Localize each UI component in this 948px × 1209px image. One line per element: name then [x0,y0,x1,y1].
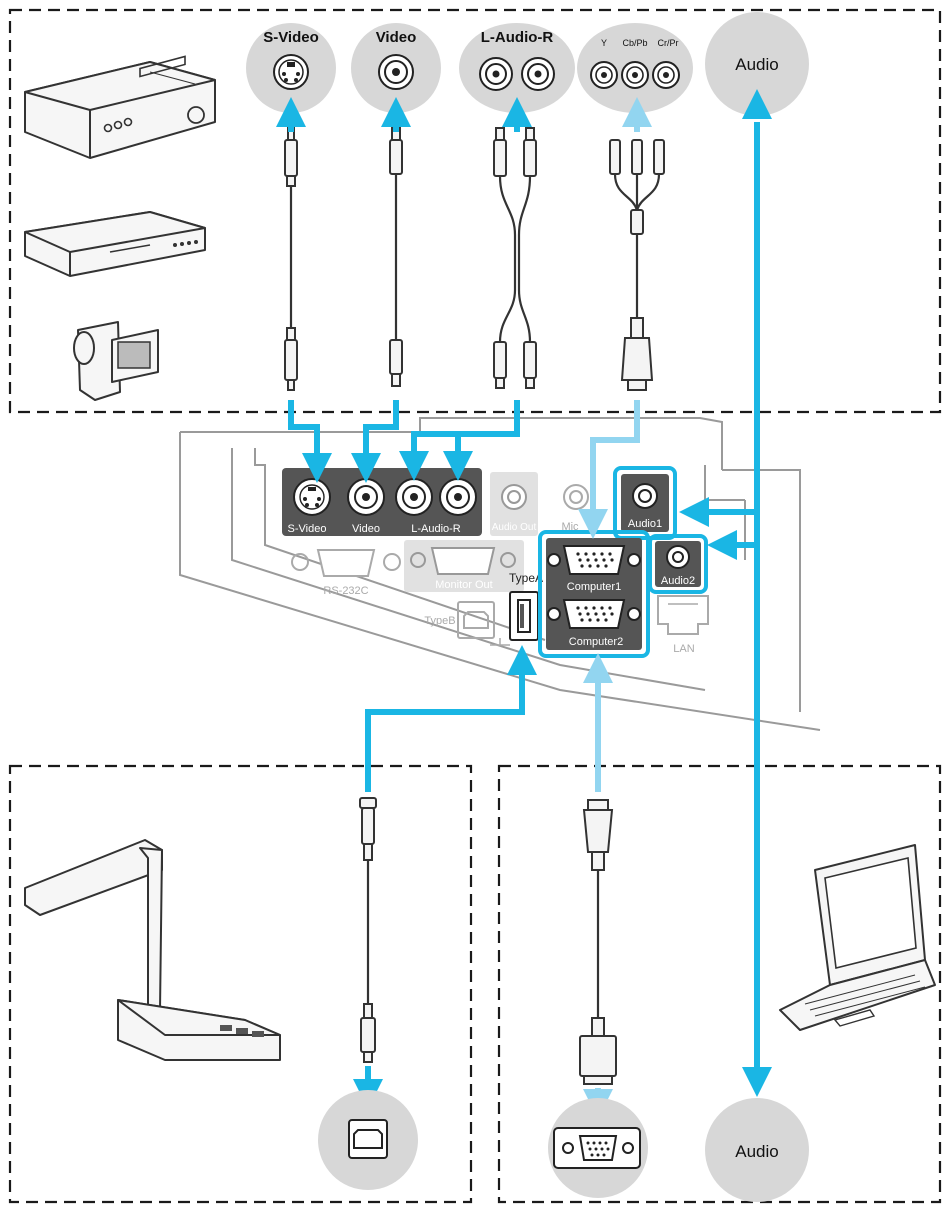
audio-lr-port: L-Audio-R [459,23,575,113]
audio-top-label: Audio [735,55,778,74]
type-b-port-icon [457,601,495,639]
type-a-port-icon [509,591,539,641]
cb-label: Cb/Pb [622,38,647,48]
rca-port-icon [590,61,680,89]
rs232c-label: RS-232C [323,585,368,597]
dvd-player-icon [24,211,206,277]
video-port: Video [351,23,441,113]
component-cable [609,139,665,391]
arrow-audio-top [679,89,772,800]
lan-label: LAN [673,643,694,655]
vga-cable [579,799,617,1085]
panel-audio-r-icon [439,478,477,516]
cr-label: Cr/Pr [658,38,679,48]
panel-audio-lr-label: L-Audio-R [411,523,461,535]
svideo-label: S-Video [263,29,319,46]
arrow-video [351,97,411,483]
rca-port-icon [378,54,414,90]
usb-b-port-icon [348,1119,388,1159]
computer2-label: Computer2 [569,636,623,648]
audio1-jack-icon [632,483,658,509]
usb-cable [359,797,377,1063]
type-a-label: TypeA [509,571,543,585]
computer2-port-icon [547,599,641,629]
audio2-label: Audio2 [661,575,695,587]
computer1-port-icon [547,545,641,575]
audio-lr-label: L-Audio-R [481,29,554,46]
usb-b-port [318,1090,418,1190]
vcr-icon [24,55,216,159]
svideo-port: S-Video [246,23,336,113]
audio-lr-cable [493,127,537,389]
audio1-highlight [613,466,677,540]
computer1-label: Computer1 [567,581,621,593]
computer-group [497,764,942,1204]
vga-port-icon [553,1127,641,1169]
audio-bottom-label: Audio [735,1142,778,1161]
usb-symbol-icon [490,638,510,646]
panel-audio-l-icon [395,478,433,516]
panel-video-icon [347,478,385,516]
audio-out-jack-icon [501,484,527,510]
rca-port-icon [479,57,555,91]
vga-port [548,1098,648,1198]
monitor-out-port-icon [410,547,516,575]
mic-jack-icon [563,484,589,510]
type-b-label: TypeB [424,615,455,627]
video-label: Video [376,29,417,46]
arrow-svideo [276,97,332,483]
monitor-out-label: Monitor Out [435,579,492,591]
svideo-port-icon [273,54,309,90]
y-label: Y [601,38,607,48]
arrow-audio-lr [399,97,532,481]
arrow-component [578,97,652,539]
audio-port-bottom: Audio [705,1098,809,1202]
svideo-cable [284,127,298,391]
rs232c-port-icon [291,549,401,577]
audio-out-label: Audio Out [492,522,537,533]
document-camera-group [8,764,473,1204]
camcorder-icon [73,321,159,401]
lan-port-icon [657,595,709,635]
audio1-label: Audio1 [628,518,662,530]
video-sources-group [8,8,942,414]
arrow-usb [353,645,537,1109]
document-camera-icon [24,839,281,1061]
audio2-jack-icon [666,545,690,569]
laptop-icon [779,844,936,1031]
panel-video-label: Video [352,523,380,535]
audio-port-top: Audio [705,12,809,116]
video-cable [389,127,403,387]
panel-svideo-icon [293,478,331,516]
component-port: Y Cb/Pb Cr/Pr [577,23,693,113]
panel-svideo-label: S-Video [288,523,327,535]
